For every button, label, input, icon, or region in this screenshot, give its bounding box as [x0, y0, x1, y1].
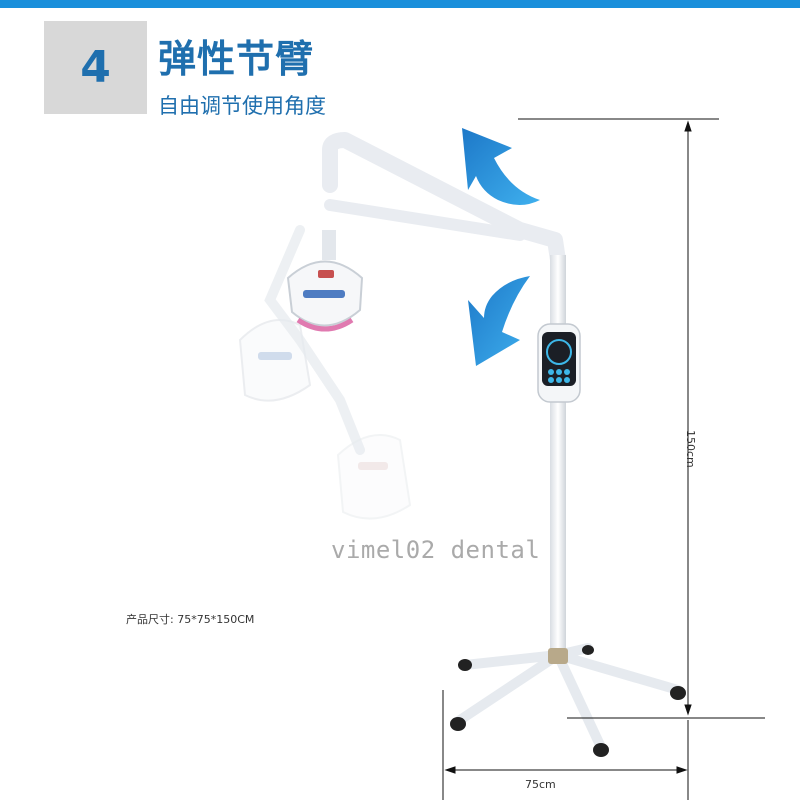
page-title: 弹性节臂 — [158, 37, 315, 81]
upper-arm — [322, 132, 566, 268]
ghost-arm — [264, 225, 365, 455]
main-lamp-head — [286, 230, 364, 332]
page-subtitle: 自由调节使用角度 — [158, 94, 326, 118]
ghost-lamp-head-2 — [238, 319, 312, 402]
caster-base — [450, 643, 686, 757]
rotate-up-arrow-icon — [462, 128, 540, 205]
product-size-label: 产品尺寸: 75*75*150CM — [126, 613, 255, 626]
top-accent-bar — [0, 0, 800, 8]
height-dimension-label: 150cm — [684, 430, 697, 468]
step-number: 4 — [80, 42, 111, 93]
ghost-lamp-head-3 — [336, 434, 412, 520]
rotate-down-arrow-icon — [468, 276, 530, 366]
lower-arm-link — [324, 199, 526, 241]
dimension-lines — [442, 118, 765, 800]
control-panel — [537, 323, 581, 403]
vertical-pole — [550, 255, 566, 655]
watermark-text: vimel02 dental — [331, 536, 541, 564]
width-dimension-label: 75cm — [525, 778, 556, 791]
step-number-badge: 4 — [44, 21, 147, 114]
